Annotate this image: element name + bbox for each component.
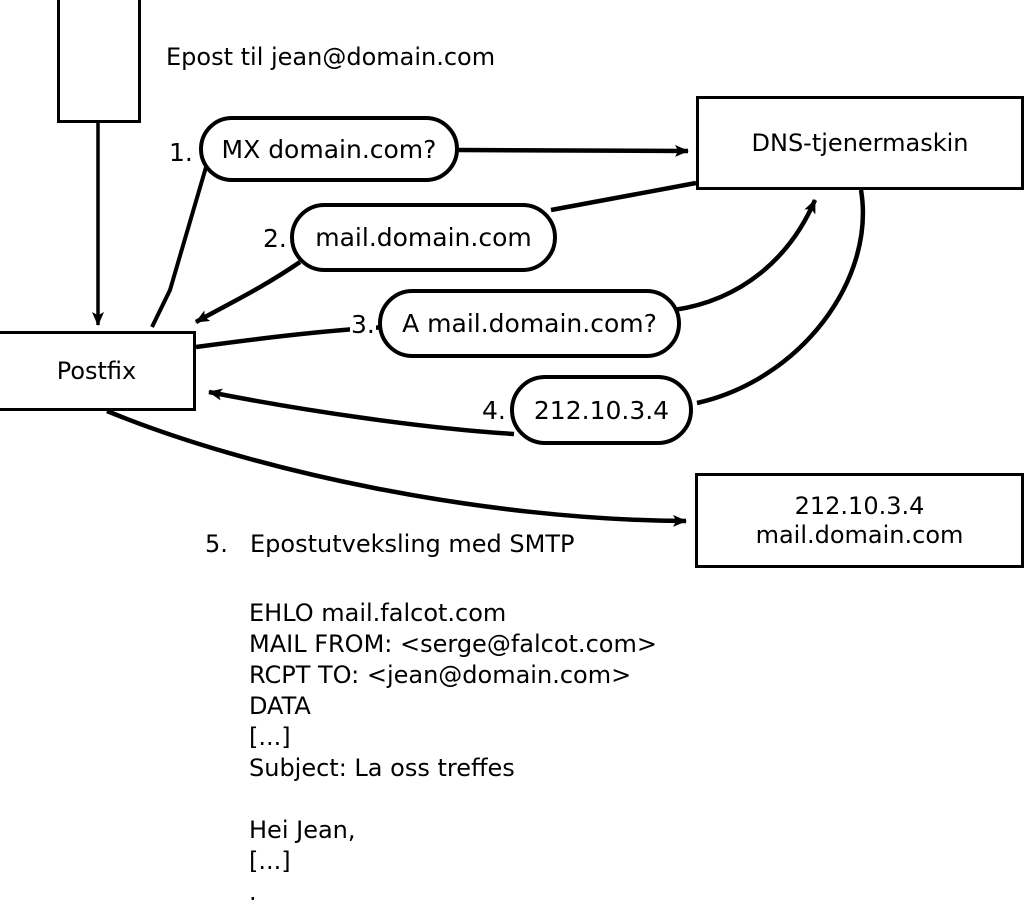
edge-step5-postfix-to-mailserver [106, 408, 687, 527]
step-5-label: Epostutveksling med SMTP [250, 530, 575, 558]
edge-step4-bubble-to-postfix [208, 388, 515, 437]
smtp-transcript-line: RCPT TO: <jean@domain.com> [249, 661, 632, 689]
message-bubble-step-2[interactable]: mail.domain.com [290, 203, 557, 272]
edge-step1-postfix-to-bubble [150, 149, 213, 328]
smtp-transcript-blank-line [249, 784, 657, 815]
smtp-transcript-line: . [249, 878, 257, 906]
edge-step4-dns-to-bubble [696, 189, 865, 406]
edge-step3-bubble-to-dns [673, 199, 818, 313]
node-dns-label: DNS-tjenermaskin [751, 128, 969, 157]
step-number-2: 2. [262, 224, 288, 253]
message-bubble-step-1[interactable]: MX domain.com? [199, 116, 459, 182]
step-number-1: 1. [168, 138, 194, 167]
edge-step2-dns-to-bubble [550, 180, 697, 213]
message-bubble-step-2-label: mail.domain.com [315, 223, 532, 252]
smtp-transcript-line: Subject: La oss treffes [249, 754, 515, 782]
node-mail-server-ip: 212.10.3.4 [794, 492, 925, 521]
node-postfix[interactable]: Postfix [0, 331, 196, 411]
smtp-transcript-line: [...] [249, 847, 291, 875]
step-5-row: 5. Epostutveksling med SMTP [205, 532, 574, 556]
node-postfix-label: Postfix [56, 356, 137, 385]
node-dns-server[interactable]: DNS-tjenermaskin [696, 96, 1024, 190]
edge-step1-bubble-to-dns [458, 144, 689, 157]
step-number-4: 4. [481, 396, 507, 425]
message-bubble-step-3[interactable]: A mail.domain.com? [378, 289, 681, 358]
smtp-transcript-line: [...] [249, 723, 291, 751]
step-number-5: 5. [205, 530, 228, 558]
node-mail-server-host: mail.domain.com [755, 520, 964, 549]
message-bubble-step-1-label: MX domain.com? [221, 134, 437, 164]
node-mail-server[interactable]: 212.10.3.4 mail.domain.com [695, 473, 1024, 568]
smtp-transcript-line: DATA [249, 692, 311, 720]
smtp-transcript-line: EHLO mail.falcot.com [249, 599, 507, 627]
smtp-transcript-line: MAIL FROM: <serge@falcot.com> [249, 630, 657, 658]
message-bubble-step-3-label: A mail.domain.com? [402, 309, 657, 338]
edge-step2-bubble-to-postfix [194, 260, 302, 324]
message-bubble-step-4-label: 212.10.3.4 [533, 395, 670, 425]
message-bubble-step-4[interactable]: 212.10.3.4 [510, 375, 693, 445]
node-client-host[interactable] [57, 0, 141, 123]
step-number-3: 3. [350, 310, 376, 339]
smtp-transcript-line: Hei Jean, [249, 816, 356, 844]
caption-email-to: Epost til jean@domain.com [166, 43, 496, 71]
